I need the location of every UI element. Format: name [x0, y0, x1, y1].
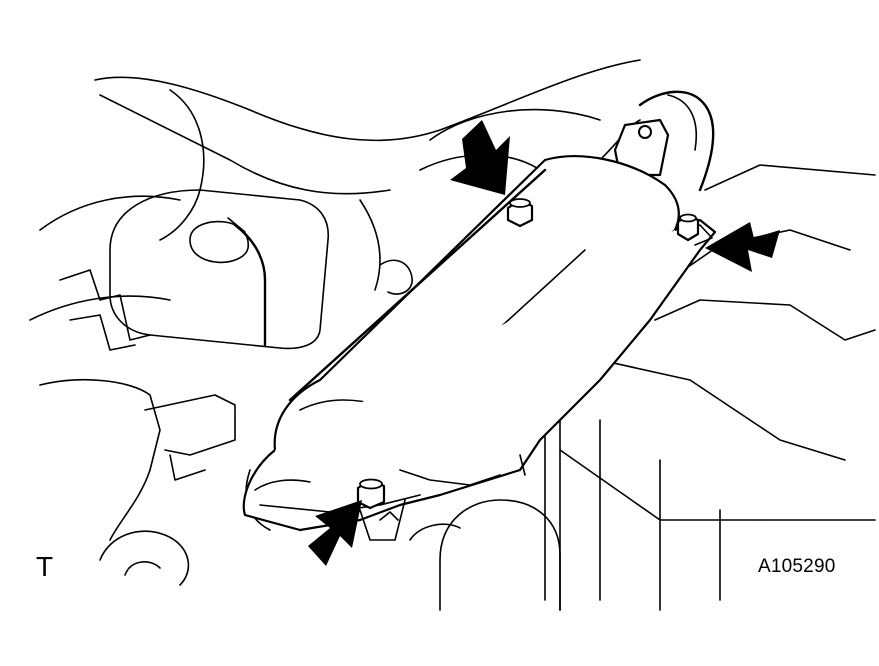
arrow-icon: [705, 222, 780, 272]
bolt-right: [676, 213, 700, 242]
arrow-icon: [308, 500, 362, 566]
cover-assembly: [242, 118, 717, 541]
background-components: [29, 59, 876, 611]
figure-id: A105290: [758, 556, 836, 577]
callout-arrows: [308, 120, 780, 566]
bolt-top: [506, 198, 534, 228]
arrow-icon: [450, 120, 510, 195]
bolt-bottom: [356, 478, 386, 510]
view-letter: T: [36, 551, 54, 582]
